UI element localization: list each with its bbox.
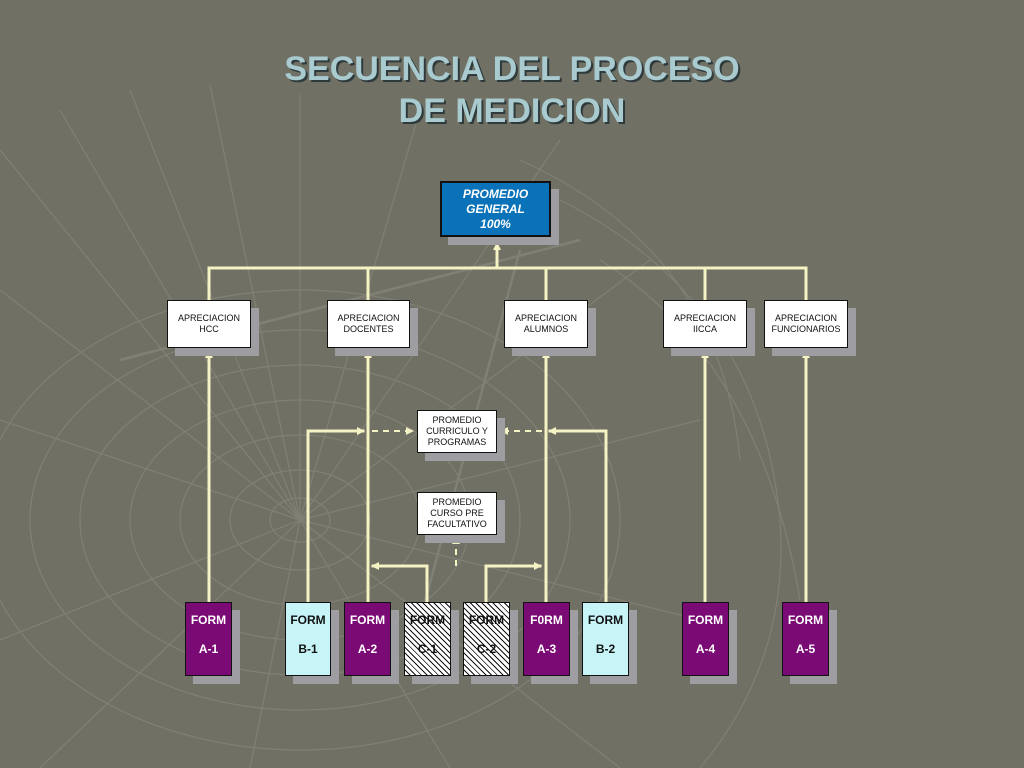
apreciacion-label: APRECIACION [514, 313, 577, 323]
form-label: FORM [587, 613, 624, 627]
form-code: B-2 [595, 642, 616, 656]
apreciacion-name: FUNCIONARIOS [771, 324, 841, 334]
form-c1-box: FORM C-1 [404, 602, 451, 676]
form-a3-box: F0RM A-3 [523, 602, 570, 676]
page-title: SECUENCIA DEL PROCESO DE MEDICION [0, 48, 1024, 132]
promedio-general-line-3: 100% [480, 216, 511, 231]
form-code: A-3 [536, 642, 557, 656]
form-label: FORM [349, 613, 386, 627]
form-label: FORM [687, 613, 724, 627]
form-a4-box: FORM A-4 [682, 602, 729, 676]
form-code: A-4 [695, 642, 716, 656]
arrow-b1 [306, 427, 365, 604]
title-line-2: DE MEDICION [398, 92, 626, 130]
form-code: A-2 [357, 642, 378, 656]
promedio-curso-line-3: FACULTATIVO [427, 519, 487, 529]
form-label: FORM [468, 613, 505, 627]
form-code: A-1 [198, 642, 219, 656]
apreciacion-name: ALUMNOS [523, 324, 569, 334]
form-label: FORM [290, 613, 326, 627]
apreciacion-label: APRECIACION [673, 313, 736, 323]
form-label: FORM [190, 613, 227, 627]
promedio-curriculo-line-1: PROMEDIO [432, 415, 482, 425]
form-a2-box: FORM A-2 [344, 602, 391, 676]
promedio-curriculo-box: PROMEDIO CURRICULO Y PROGRAMAS [417, 410, 497, 453]
form-b2-box: FORM B-2 [582, 602, 629, 676]
apreciacion-label: APRECIACION [177, 313, 240, 323]
apreciacion-alumnos-box: APRECIACION ALUMNOS [504, 300, 588, 348]
apreciacion-name: DOCENTES [343, 324, 394, 334]
arrow-b2 [548, 427, 608, 604]
promedio-general-line-2: GENERAL [466, 201, 525, 216]
arrow-c2 [484, 562, 542, 604]
form-code: B-1 [298, 642, 318, 656]
promedio-curriculo-line-3: PROGRAMAS [427, 437, 487, 447]
promedio-curso-box: PROMEDIO CURSO PRE FACULTATIVO [417, 492, 497, 535]
form-code: C-2 [476, 642, 497, 656]
title-line-1: SECUENCIA DEL PROCESO [284, 50, 740, 88]
apreciacion-hcc-box: APRECIACION HCC [167, 300, 251, 348]
form-label: FORM [409, 613, 446, 627]
form-b1-box: FORM B-1 [285, 602, 331, 676]
form-c2-box: FORM C-2 [463, 602, 510, 676]
promedio-curriculo-line-2: CURRICULO Y [426, 426, 488, 436]
apreciacion-funcionarios-box: APRECIACION FUNCIONARIOS [764, 300, 848, 348]
apreciacion-docentes-box: APRECIACION DOCENTES [327, 300, 410, 348]
form-label: F0RM [530, 613, 563, 627]
promedio-curso-line-1: PROMEDIO [432, 497, 482, 507]
apreciacion-name: IICCA [692, 324, 717, 334]
promedio-curso-line-2: CURSO PRE [430, 508, 484, 518]
apreciacion-label: APRECIACION [774, 313, 837, 323]
promedio-general-line-1: PROMEDIO [462, 186, 529, 201]
form-code: A-5 [795, 642, 816, 656]
arrow-c1 [371, 562, 429, 604]
apreciacion-name: HCC [199, 324, 219, 334]
promedio-general-box: PROMEDIO GENERAL 100% [440, 181, 551, 237]
form-label: FORM [787, 613, 824, 627]
form-a5-box: FORM A-5 [782, 602, 829, 676]
form-code: C-1 [417, 642, 438, 656]
apreciacion-iicca-box: APRECIACION IICCA [663, 300, 747, 348]
apreciacion-label: APRECIACION [337, 313, 400, 323]
form-a1-box: FORM A-1 [185, 602, 232, 676]
